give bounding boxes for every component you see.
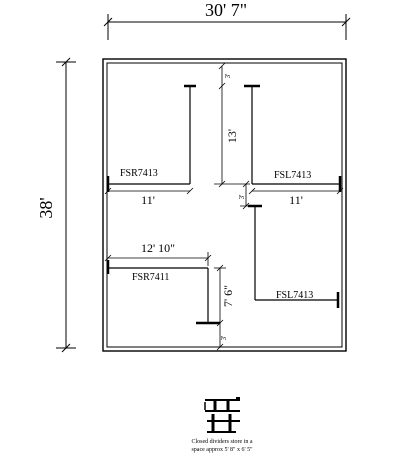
fsl7413-top-label: FSL7413 xyxy=(274,170,311,181)
right-vertical-label: 13' xyxy=(225,129,239,143)
storage-note-line1: Closed dividers store in a xyxy=(192,439,253,445)
right-small-label: 3' xyxy=(238,195,246,200)
fsr7411-width-label: 12' 10" xyxy=(141,241,175,255)
bottom-vertical-dimension: 7' 6" xyxy=(214,264,235,327)
bottom-small-label: 3' xyxy=(220,336,228,341)
overall-width-label: 30' 7" xyxy=(205,0,247,20)
bottom-small-dimension: 3' xyxy=(216,323,228,351)
bottom-vertical-label: 7' 6" xyxy=(221,285,235,307)
overall-height-dimension: 38' xyxy=(36,57,76,353)
fsr7413-label: FSR7413 xyxy=(120,168,158,179)
overall-height-label: 38' xyxy=(36,197,56,218)
right-small-dimension: 3' xyxy=(238,180,262,210)
fsl7413-width-label: 11' xyxy=(289,193,303,207)
closed-dividers-stack-icon xyxy=(204,397,240,433)
right-vertical-dimension: 13' xyxy=(214,86,250,188)
storage-note-line2: space approx 5' 8" x 6' 5" xyxy=(191,447,253,453)
top-aisle-label: 3' xyxy=(224,74,232,79)
top-aisle-dimension: 3' xyxy=(218,62,232,90)
fixture-fsl7413-top: FSL7413 11' xyxy=(244,84,344,207)
fsl7413-bottom-label: FSL7413 xyxy=(276,290,313,301)
fsr7411-label: FSR7411 xyxy=(132,272,169,283)
fixture-fsl7413-bottom: FSL7413 xyxy=(248,204,340,308)
fixture-fsr7413: FSR7413 11' xyxy=(104,84,196,207)
fsr7413-width-label: 11' xyxy=(141,193,155,207)
fixture-fsr7411: FSR7411 12' 10" xyxy=(104,241,220,325)
overall-width-dimension: 30' 7" xyxy=(103,0,351,40)
